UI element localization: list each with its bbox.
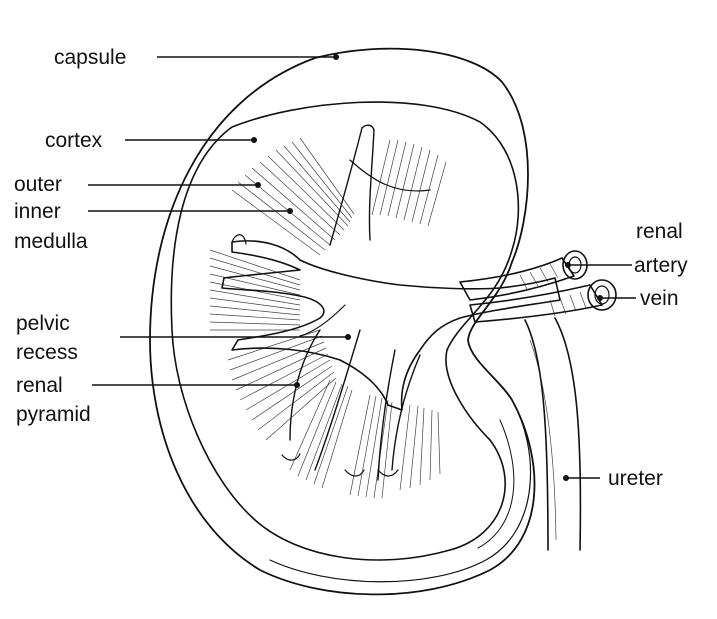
artery-dot bbox=[565, 262, 571, 268]
cortex-dot bbox=[251, 137, 257, 143]
renal-pelvis bbox=[222, 125, 560, 480]
label-inner: inner bbox=[14, 200, 61, 223]
label-artery: artery bbox=[634, 254, 688, 277]
pyramid-dot bbox=[294, 382, 300, 388]
leader-lines bbox=[88, 54, 636, 481]
outer-dot bbox=[255, 182, 261, 188]
label-cortex: cortex bbox=[45, 129, 103, 152]
label-capsule: capsule bbox=[54, 46, 126, 69]
label-vein: vein bbox=[640, 287, 679, 310]
label-pelvic: pelvic bbox=[16, 312, 70, 335]
renal-artery-vessel bbox=[460, 251, 587, 300]
kidney-medulla bbox=[210, 138, 446, 498]
label-ureter: ureter bbox=[608, 467, 663, 490]
label-renal-pyramid-line1: renal bbox=[16, 374, 63, 397]
label-medulla: medulla bbox=[14, 230, 88, 253]
label-renal-artery-line1: renal bbox=[636, 220, 683, 243]
kidney-cortex bbox=[171, 102, 518, 560]
ureter-tube bbox=[525, 318, 580, 550]
capsule-dot bbox=[333, 54, 339, 60]
vein-dot bbox=[597, 295, 603, 301]
ureter-dot bbox=[563, 475, 569, 481]
label-pyramid: pyramid bbox=[16, 403, 91, 426]
pelvic-dot bbox=[345, 334, 351, 340]
label-recess: recess bbox=[16, 341, 78, 364]
label-outer: outer bbox=[14, 173, 62, 196]
inner-dot bbox=[287, 208, 293, 214]
